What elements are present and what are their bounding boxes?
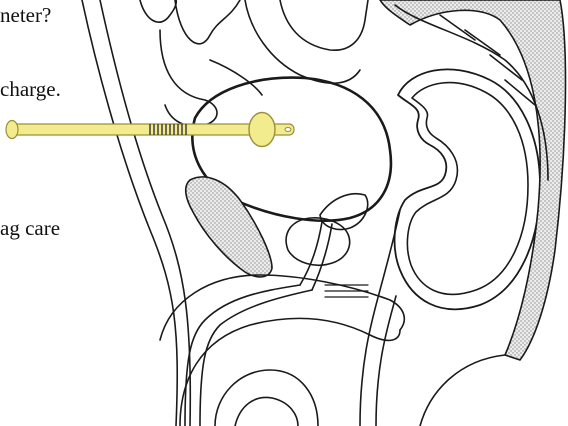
intestine-loop-2: [175, 0, 240, 44]
intestine-loop-4: [245, 0, 360, 83]
rectum-inner: [376, 296, 396, 426]
seminal-vesicle: [320, 194, 368, 230]
colon-outer: [395, 69, 540, 309]
abdominal-wall-outer: [82, 0, 177, 426]
intestine-loop-1: [140, 0, 176, 22]
intestine-loop-6: [210, 60, 262, 95]
catheter-connector: [6, 121, 18, 139]
intestine-loop-3: [160, 30, 217, 126]
pubic-bone: [186, 177, 272, 277]
catheter-balloon: [249, 113, 275, 147]
perineum-contour: [420, 355, 505, 426]
testis: [235, 397, 298, 426]
intestine-loop-5: [280, 0, 368, 50]
catheter-tip-eye: [285, 128, 291, 132]
suprapubic-catheter: [6, 113, 294, 147]
sacrum: [380, 0, 565, 360]
